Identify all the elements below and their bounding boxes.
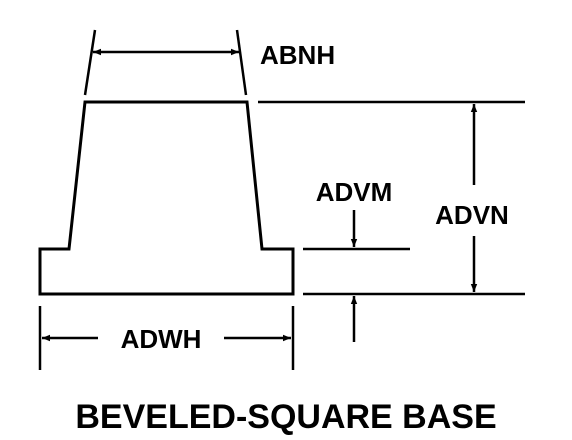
part-outline <box>38 100 295 296</box>
diagram-title: BEVELED-SQUARE BASE <box>75 398 496 436</box>
adwh-label: ADWH <box>121 324 202 354</box>
abnh-label: ABNH <box>260 40 335 70</box>
abnh-extension-right <box>235 29 248 96</box>
advm-label: ADVM <box>316 177 393 207</box>
advn-label: ADVN <box>435 200 509 230</box>
abnh-extension-left <box>83 29 97 96</box>
